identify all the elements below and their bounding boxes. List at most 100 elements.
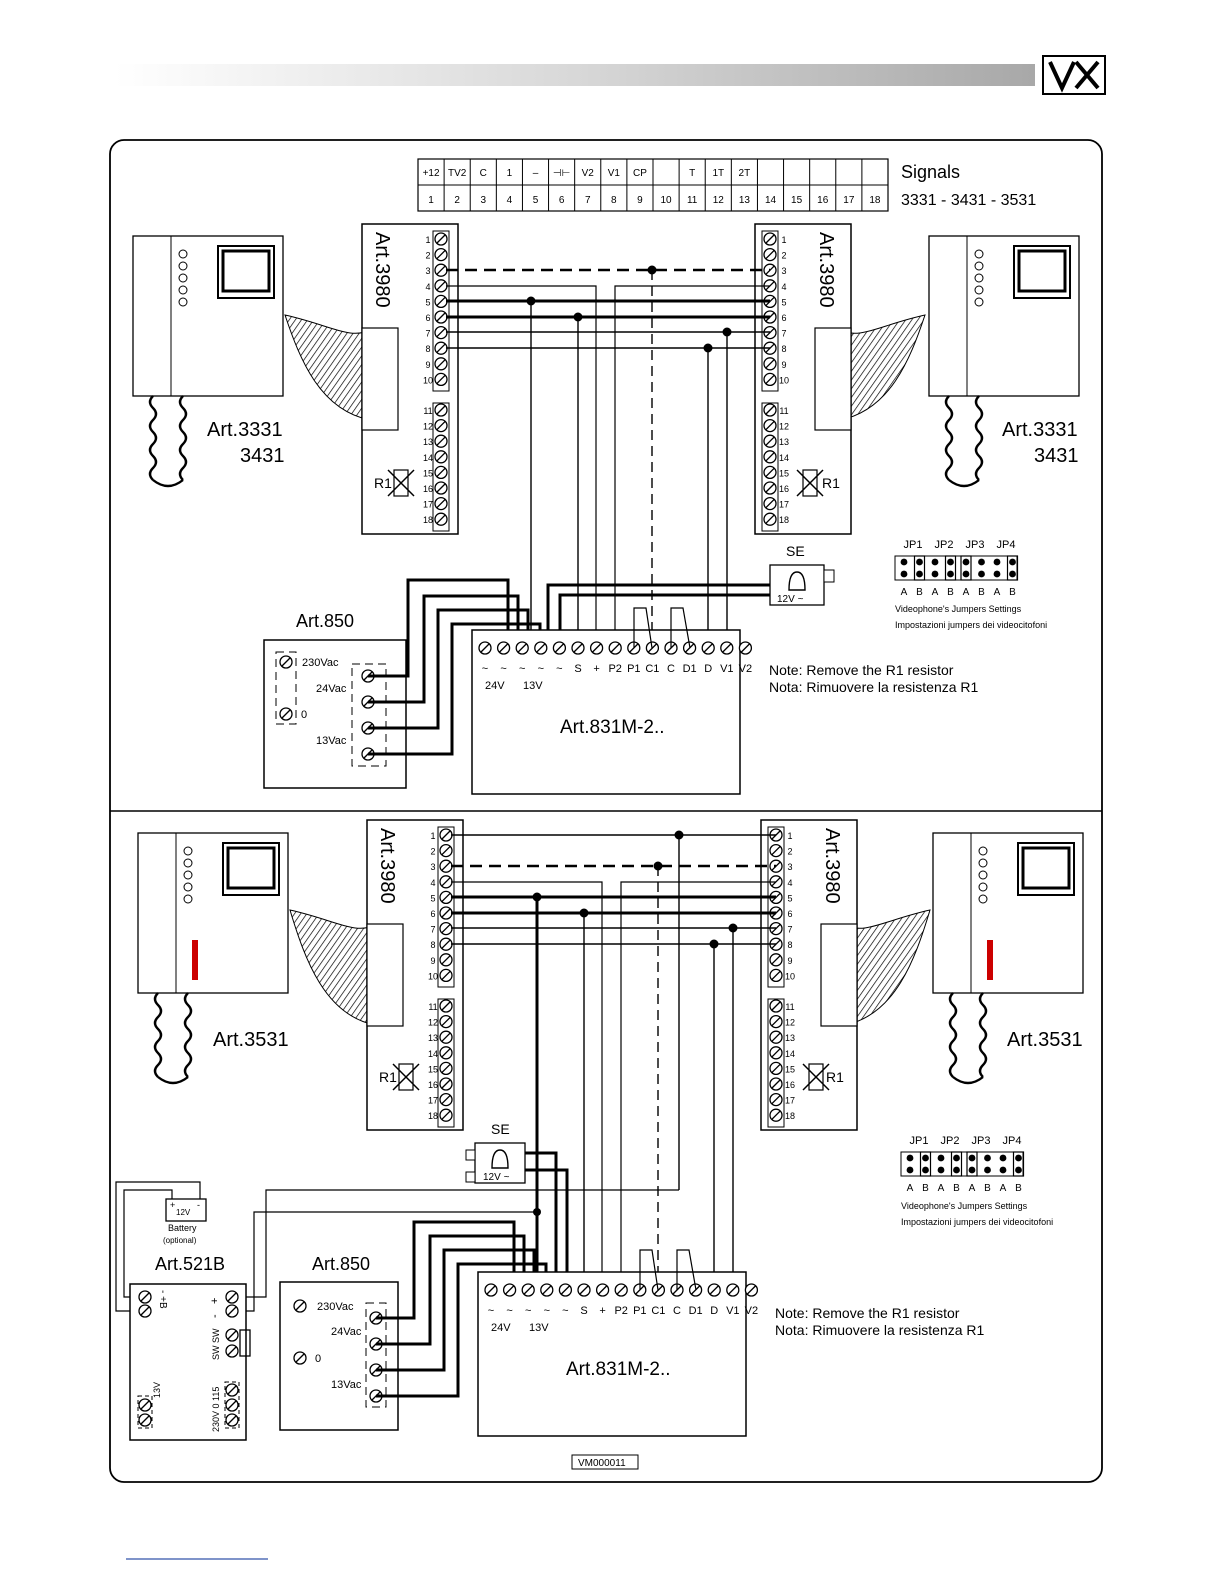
terminal-screw — [769, 953, 783, 967]
lower-se-voltage: 12V ~ — [483, 1172, 510, 1183]
signal-label: CP — [633, 168, 647, 179]
signal-number: 15 — [791, 195, 803, 206]
bracket-terminal-number: 6 — [787, 909, 792, 919]
terminal-screw — [769, 1030, 783, 1044]
terminal-screw — [434, 372, 448, 387]
ps-terminal-label: ~ — [556, 663, 562, 675]
terminal-screw — [434, 325, 448, 340]
terminal-screw — [651, 1283, 666, 1297]
terminal-screw — [726, 1283, 740, 1297]
lower-jp-caption-en: Videophone's Jumpers Settings — [901, 1201, 1028, 1211]
upper-right-r1-label: R1 — [822, 475, 840, 491]
signal-number: 6 — [559, 195, 565, 206]
lower-note-en: Note: Remove the R1 resistor — [775, 1305, 960, 1321]
terminal-screw — [645, 641, 660, 655]
terminal-screw — [439, 828, 453, 842]
upper-se-camera: SE 12V ~ — [769, 543, 835, 606]
terminal-screw — [763, 232, 777, 246]
bracket-terminal-number: 6 — [430, 909, 435, 919]
signal-label: T — [689, 168, 695, 179]
bracket-terminal-number: 18 — [785, 1111, 795, 1121]
jumper-ab-label: B — [978, 587, 985, 598]
terminal-screw — [434, 279, 448, 293]
bracket-terminal-number: 17 — [423, 500, 433, 510]
upper-jp-caption-it: Impostazioni jumpers dei videocitofoni — [895, 620, 1047, 630]
terminal-screw — [763, 403, 777, 417]
bracket-terminal-number: 18 — [428, 1111, 438, 1121]
terminal-screw — [540, 1283, 554, 1297]
bracket-terminal-number: 12 — [423, 422, 433, 432]
upper-left-r1-label: R1 — [374, 475, 392, 491]
ps-terminal-label: C1 — [651, 1305, 665, 1317]
signal-number: 5 — [533, 195, 539, 206]
jumper-ab-label: B — [1009, 587, 1016, 598]
terminal-screw — [763, 357, 777, 371]
terminal-screw — [434, 341, 448, 355]
terminal-screw — [738, 641, 753, 655]
lower-se-wires — [525, 1151, 569, 1290]
bracket-terminal-number: 8 — [425, 344, 430, 354]
jumper-ab-label: B — [1015, 1183, 1022, 1194]
signal-number: 3 — [480, 195, 486, 206]
signal-number: 9 — [637, 195, 643, 206]
lower-transformer-wires — [376, 1220, 548, 1398]
bracket-terminal-number: 16 — [423, 484, 433, 494]
bracket-terminal-number: 12 — [779, 422, 789, 432]
upper-right-bracket-label: Art.3980 — [815, 232, 837, 308]
jumper-ab-label: A — [932, 587, 939, 598]
bracket-terminal-number: 6 — [781, 313, 786, 323]
terminal-screw — [439, 859, 453, 873]
terminal-screw — [434, 310, 448, 324]
terminal-screw — [763, 465, 777, 480]
lower-note-it: Nota: Rimuovere la resistenza R1 — [775, 1322, 985, 1338]
bracket-terminal-number: 10 — [423, 375, 433, 385]
terminal-screw — [614, 1283, 628, 1297]
bracket-terminal-number: 1 — [781, 235, 786, 245]
bracket-terminal-number: 15 — [779, 468, 789, 478]
ps-terminal-label: P2 — [608, 663, 621, 675]
jumper-ab-label: B — [922, 1183, 929, 1194]
bracket-terminal-number: 1 — [787, 831, 792, 841]
jumper-ab-label: B — [916, 587, 923, 598]
terminal-screw — [769, 1077, 783, 1091]
upper-note-en: Note: Remove the R1 resistor — [769, 662, 954, 678]
lower-tr-24: 24Vac — [331, 1326, 362, 1338]
ps-terminal-label: ~ — [482, 663, 488, 675]
ps-terminal-label: + — [599, 1305, 605, 1317]
terminal-screw — [434, 481, 448, 495]
terminal-screw — [763, 481, 777, 495]
terminal-screw — [434, 418, 448, 433]
signal-label: V2 — [582, 168, 595, 179]
upper-right-model-2: 3431 — [1034, 445, 1079, 467]
supply-mains: 230V 0 115 — [211, 1387, 221, 1432]
bracket-terminal-number: 7 — [430, 925, 435, 935]
terminal-screw — [434, 512, 448, 526]
upper-ps-13v: 13V — [523, 680, 543, 692]
jumper-ab-label: B — [984, 1183, 991, 1194]
bracket-terminal-number: 11 — [428, 1002, 437, 1012]
upper-se-label: SE — [786, 543, 805, 559]
signal-label: – — [533, 168, 539, 179]
ps-terminal-label: V1 — [726, 1305, 739, 1317]
bracket-terminal-number: 15 — [428, 1064, 438, 1074]
upper-left-model-1: Art.3331 — [207, 419, 283, 441]
upper-note-it: Nota: Rimuovere la resistenza R1 — [769, 679, 979, 695]
ps-terminal-label: P2 — [614, 1305, 627, 1317]
supply-plus: + — [209, 1298, 221, 1304]
jumper-ab-label: A — [994, 587, 1001, 598]
bracket-terminal-number: 10 — [428, 971, 438, 981]
bracket-terminal-number: 13 — [785, 1033, 795, 1043]
supply-sw: SW SW — [211, 1328, 221, 1360]
jumper-header: JP2 — [941, 1135, 960, 1147]
bracket-terminal-number: 7 — [425, 329, 430, 339]
bracket-terminal-number: 14 — [785, 1049, 795, 1059]
signal-number: 1 — [428, 195, 434, 206]
upper-ps-title: Art.831M-2.. — [560, 717, 665, 738]
bracket-terminal-number: 11 — [785, 1002, 794, 1012]
signal-number: 7 — [585, 195, 591, 206]
bracket-terminal-number: 10 — [785, 971, 795, 981]
upper-tr-24: 24Vac — [316, 683, 347, 695]
bracket-terminal-number: 16 — [779, 484, 789, 494]
